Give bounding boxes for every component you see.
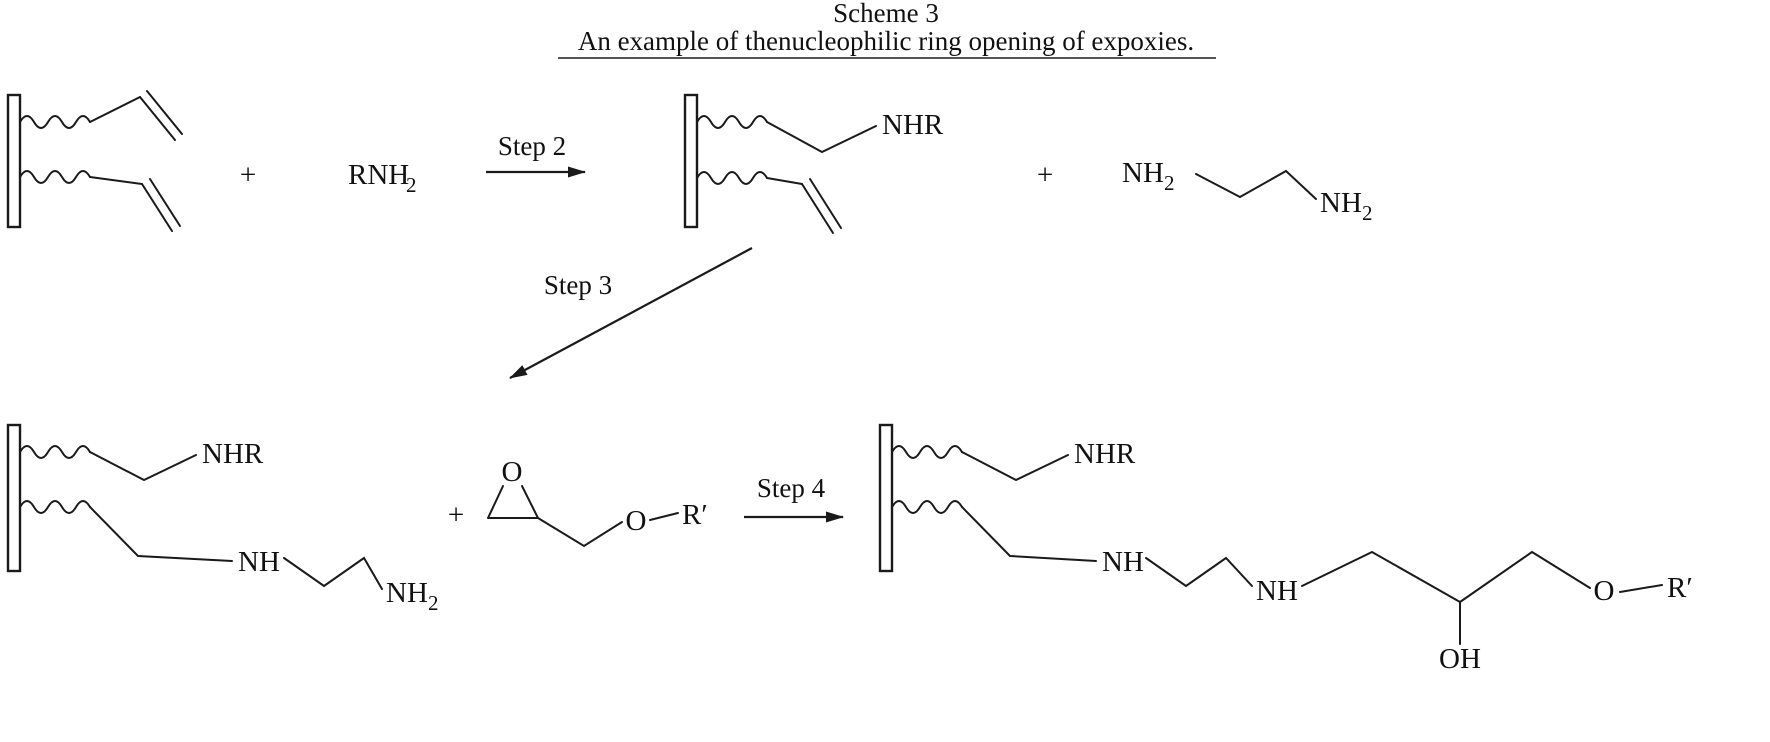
tether-squiggle — [891, 445, 963, 459]
r-prime-label-product-d: R′ — [1667, 572, 1693, 604]
nhr-label-product-b: NHR — [882, 109, 944, 141]
chain-bonds — [537, 517, 623, 548]
chain-bonds — [283, 556, 383, 590]
tether-squiggle — [696, 115, 768, 129]
product-surface-ring-opened: NHR NH NH OH O R′ — [878, 423, 1693, 675]
scheme-title: Scheme 3 — [833, 0, 939, 28]
chain-bonds — [961, 451, 1069, 482]
oh-label-product-d: OH — [1439, 643, 1481, 675]
step3-label: Step 3 — [544, 270, 612, 300]
nh-label-left: NH — [1122, 157, 1164, 189]
nh-subscript-right: 2 — [1362, 201, 1373, 225]
nh2-subscript-product-c: 2 — [428, 591, 439, 615]
chain-bonds — [1145, 556, 1253, 588]
chain-bonds — [766, 121, 877, 154]
nh1-label-product-d: NH — [1102, 546, 1144, 578]
tether-squiggle — [19, 445, 91, 459]
chain-bonds — [1301, 550, 1461, 603]
nhr-label-product-c: NHR — [202, 438, 264, 470]
nh2-label-product-d: NH — [1256, 575, 1298, 607]
plus-sign-2: + — [1037, 159, 1053, 191]
bond — [89, 96, 141, 123]
surface-bar — [878, 423, 894, 573]
tether-squiggle — [19, 170, 91, 184]
chain-bonds — [1195, 169, 1317, 200]
chain-bonds — [89, 506, 233, 562]
step4-label: Step 4 — [757, 473, 826, 503]
bond — [89, 176, 143, 185]
chain-bonds — [961, 506, 1097, 562]
bond — [649, 512, 679, 521]
surface-bar — [683, 93, 699, 229]
nh2-label-product-c: NH — [386, 577, 428, 609]
tether-squiggle — [696, 171, 768, 185]
ether-oxygen-label: O — [626, 505, 647, 537]
step3-arrow-group: Step 3 — [509, 247, 753, 379]
rnh-label: RNH — [348, 159, 409, 191]
vinyl-double-bond — [141, 178, 181, 232]
rnh-subscript: 2 — [406, 173, 417, 197]
step2-arrow-group: Step 2 — [486, 131, 586, 178]
bond — [766, 177, 803, 185]
step4-arrow-group: Step 4 — [744, 473, 844, 523]
step2-label: Step 2 — [498, 131, 566, 161]
reactant-surface-divinyl — [6, 90, 183, 232]
vinyl-double-bond — [801, 178, 842, 234]
surface-bar — [6, 423, 22, 573]
plus-sign-3: + — [448, 499, 464, 531]
epoxide-ring-bonds — [487, 485, 539, 519]
chain-bonds — [1459, 550, 1591, 603]
nh-label-product-c: NH — [238, 546, 280, 578]
tether-squiggle — [19, 115, 91, 129]
reagent-rnh2: RNH 2 — [348, 159, 417, 197]
nh-label-right: NH — [1320, 187, 1362, 219]
nh-subscript-left: 2 — [1164, 171, 1175, 195]
step3-arrow — [509, 247, 753, 379]
plus-sign-1: + — [240, 159, 256, 191]
scheme-caption: An example of thenucleophilic ring openi… — [578, 26, 1194, 56]
tether-squiggle — [891, 500, 963, 514]
nhr-label-product-d: NHR — [1074, 438, 1136, 470]
scheme-header: Scheme 3 An example of thenucleophilic r… — [558, 0, 1216, 59]
product-surface-diamine: NHR NH NH 2 — [6, 423, 439, 615]
epoxide-oxygen-label: O — [502, 456, 523, 488]
reagent-ethylenediamine: NH 2 NH 2 — [1122, 157, 1373, 225]
ether-oxygen-label-product-d: O — [1594, 575, 1615, 607]
surface-bar — [6, 93, 22, 229]
bond — [1619, 584, 1663, 593]
r-prime-label: R′ — [682, 499, 708, 531]
product-surface-nhr-vinyl: NHR — [683, 93, 944, 234]
chain-bonds — [89, 451, 197, 482]
tether-squiggle — [19, 500, 91, 514]
reagent-glycidyl-ether: O O R′ — [487, 456, 708, 548]
vinyl-double-bond — [139, 90, 183, 141]
